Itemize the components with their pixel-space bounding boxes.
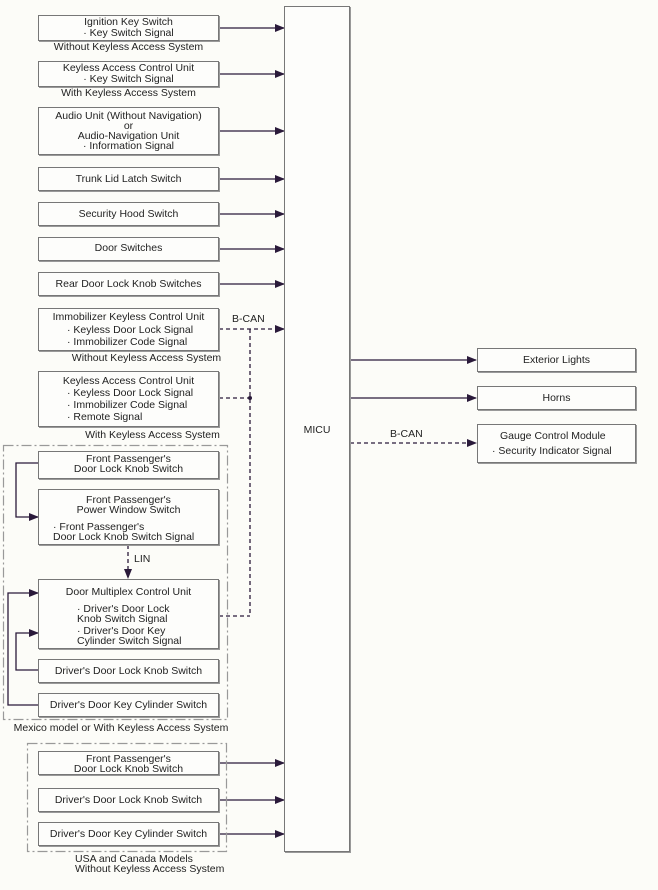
- ignition-caption: Without Keyless Access System: [53, 41, 204, 53]
- keyless-access-unit-2-box: Keyless Access Control Unit · Keyless Do…: [38, 371, 219, 427]
- usa-caption-2: Without Keyless Access System: [75, 863, 225, 875]
- usa-fp-knob-box: Front Passenger's Door Lock Knob Switch: [38, 751, 219, 775]
- bcan-label-top: B-CAN: [232, 313, 265, 325]
- kacu1-title: Keyless Access Control Unit: [62, 62, 195, 74]
- mx-fp-power-line4: Door Lock Knob Switch Signal: [53, 531, 195, 543]
- usa-driver-knob-label: Driver's Door Lock Knob Switch: [54, 794, 203, 806]
- audio-unit-box: Audio Unit (Without Navigation) or Audio…: [38, 107, 219, 155]
- exterior-label: Exterior Lights: [522, 354, 591, 366]
- ignition-key-switch-box: Ignition Key Switch · Key Switch Signal: [38, 15, 219, 41]
- kacu2-title: Keyless Access Control Unit: [62, 375, 195, 387]
- keyless-access-unit-1-box: Keyless Access Control Unit · Key Switch…: [38, 61, 219, 87]
- usa-driver-knob-box: Driver's Door Lock Knob Switch: [38, 788, 219, 812]
- wire-drv-knob: [15, 629, 39, 671]
- usa-fp-line2: Door Lock Knob Switch: [73, 763, 184, 775]
- immobilizer-keyless-unit-box: Immobilizer Keyless Control Unit · Keyle…: [38, 308, 219, 351]
- audio-line1: Audio Unit (Without Navigation): [55, 110, 202, 122]
- kacu2-caption: With Keyless Access System: [85, 429, 220, 441]
- ignition-title: Ignition Key Switch: [84, 16, 173, 28]
- dmcu-sig1b: Knob Switch Signal: [77, 613, 168, 625]
- gauge-title: Gauge Control Module: [500, 430, 606, 442]
- audio-line4: · Information Signal: [82, 140, 175, 152]
- mx-fp-knob-box: Front Passenger's Door Lock Knob Switch: [38, 451, 219, 479]
- gauge-control-module-box: Gauge Control Module · Security Indicato…: [477, 424, 636, 463]
- wire-fp-knob: [15, 462, 39, 521]
- rear-knob-label: Rear Door Lock Knob Switches: [55, 278, 202, 290]
- micu-label: MICU: [303, 424, 331, 436]
- usa-group-frame: [26, 742, 228, 853]
- usa-driver-cyl-label: Driver's Door Key Cylinder Switch: [49, 828, 208, 840]
- mx-fp-power-window-box: Front Passenger's Power Window Switch · …: [38, 489, 219, 545]
- usa-caption-1: USA and Canada Models: [75, 853, 193, 865]
- bcan-junction: [248, 396, 252, 400]
- mx-driver-cylinder-box: Driver's Door Key Cylinder Switch: [38, 693, 219, 717]
- mx-fp-knob-line2: Door Lock Knob Switch: [73, 463, 184, 475]
- immobilizer-title: Immobilizer Keyless Control Unit: [52, 311, 205, 323]
- hood-label: Security Hood Switch: [78, 208, 179, 220]
- dmcu-sig2b: Cylinder Switch Signal: [77, 635, 182, 647]
- immobilizer-sig1: · Keyless Door Lock Signal: [67, 324, 194, 336]
- bcan-label-right: B-CAN: [390, 428, 423, 440]
- horns-box: Horns: [477, 386, 636, 410]
- door-switches-box: Door Switches: [38, 237, 219, 261]
- mx-fp-power-line3: · Front Passenger's: [53, 521, 145, 533]
- mexico-group-frame: [2, 444, 229, 721]
- audio-line3: Audio-Navigation Unit: [77, 130, 180, 142]
- immobilizer-caption: Without Keyless Access System: [71, 352, 222, 364]
- dmcu-sig2: · Driver's Door Key: [77, 625, 166, 637]
- door-multiplex-unit-box: Door Multiplex Control Unit · Driver's D…: [38, 579, 219, 649]
- trunk-label: Trunk Lid Latch Switch: [75, 173, 182, 185]
- kacu2-sig2: · Immobilizer Code Signal: [67, 399, 188, 411]
- ignition-signal: · Key Switch Signal: [83, 27, 174, 39]
- mexico-caption: Mexico model or With Keyless Access Syst…: [13, 722, 229, 734]
- rear-door-lock-knob-box: Rear Door Lock Knob Switches: [38, 272, 219, 296]
- mx-driver-knob-label: Driver's Door Lock Knob Switch: [54, 665, 203, 677]
- horns-label: Horns: [542, 392, 571, 404]
- security-hood-switch-box: Security Hood Switch: [38, 202, 219, 226]
- trunk-lid-latch-switch-box: Trunk Lid Latch Switch: [38, 167, 219, 191]
- micu-box: MICU: [284, 6, 350, 852]
- usa-driver-cylinder-box: Driver's Door Key Cylinder Switch: [38, 822, 219, 846]
- mx-fp-knob-line1: Front Passenger's: [86, 453, 171, 465]
- wire-drv-cyl: [7, 589, 39, 706]
- dmcu-sig1: · Driver's Door Lock: [77, 603, 170, 615]
- dmcu-title: Door Multiplex Control Unit: [65, 586, 192, 598]
- kacu2-sig1: · Keyless Door Lock Signal: [67, 387, 194, 399]
- mx-driver-knob-box: Driver's Door Lock Knob Switch: [38, 659, 219, 683]
- exterior-lights-box: Exterior Lights: [477, 348, 636, 372]
- mx-fp-power-line2: Power Window Switch: [76, 504, 181, 516]
- kacu2-sig3: · Remote Signal: [67, 411, 143, 423]
- kacu1-signal: · Key Switch Signal: [83, 73, 174, 85]
- audio-line2: or: [123, 120, 134, 132]
- lin-label: LIN: [134, 553, 151, 565]
- mx-fp-power-line1: Front Passenger's: [86, 494, 171, 506]
- doors-label: Door Switches: [94, 242, 163, 254]
- kacu1-caption: With Keyless Access System: [61, 87, 196, 99]
- mx-driver-cyl-label: Driver's Door Key Cylinder Switch: [49, 699, 208, 711]
- usa-fp-line1: Front Passenger's: [86, 753, 171, 765]
- immobilizer-sig2: · Immobilizer Code Signal: [67, 336, 188, 348]
- gauge-signal: · Security Indicator Signal: [492, 445, 612, 457]
